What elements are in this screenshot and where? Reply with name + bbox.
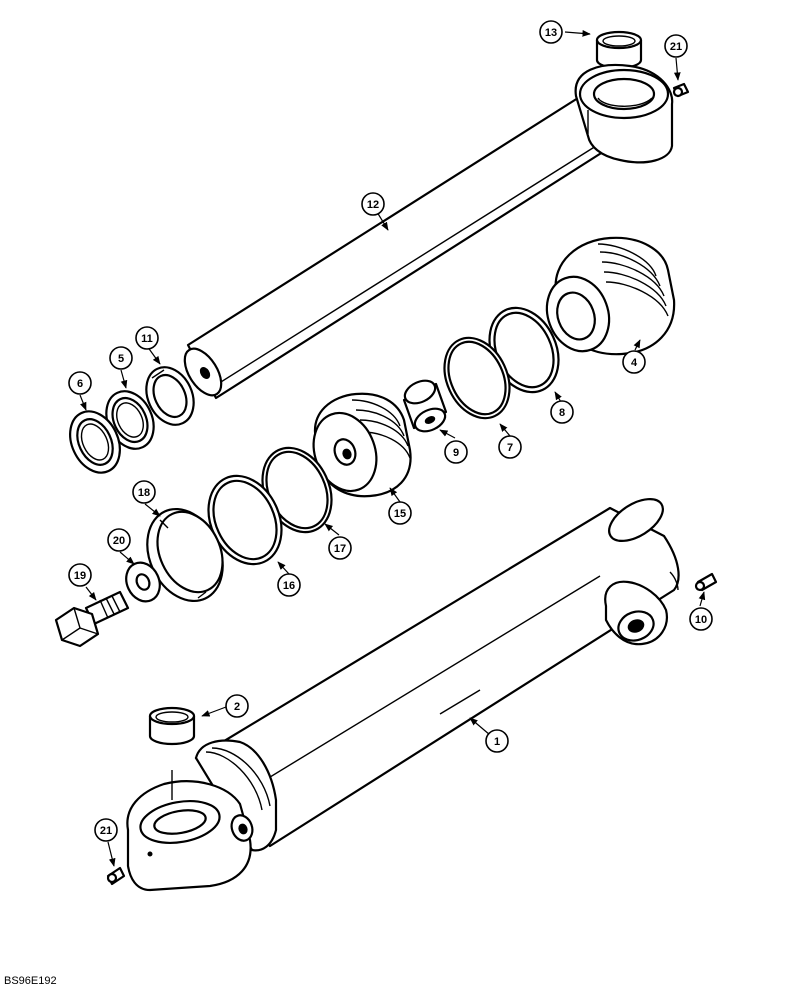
grease-fitting-bottom-part (106, 866, 126, 886)
callout-12: 12 (361, 192, 385, 216)
grease-fitting-side-part (694, 572, 718, 592)
svg-text:11: 11 (141, 333, 153, 345)
svg-text:1: 1 (494, 736, 500, 748)
svg-text:21: 21 (670, 41, 682, 53)
figure-id: BS96E192 (4, 975, 57, 987)
callout-11: 10 (689, 607, 713, 631)
svg-text:19: 19 (74, 570, 86, 582)
rod-seal-part (145, 366, 195, 426)
svg-text:7: 7 (507, 442, 513, 454)
callout-15: 15 (388, 501, 412, 525)
callout-16: 16 (277, 573, 301, 597)
piston-rod-part (183, 63, 674, 400)
callout-4: 4 (622, 350, 646, 374)
washer-part (125, 561, 161, 603)
leader-lines (79, 30, 706, 867)
svg-text:13: 13 (545, 27, 557, 39)
svg-text:16: 16 (283, 580, 295, 592)
o-ring-part (443, 336, 511, 420)
svg-text:15: 15 (394, 508, 406, 520)
callout-9: 9 (444, 440, 468, 464)
svg-text:8: 8 (559, 407, 565, 419)
callout-8: 8 (550, 400, 574, 424)
callout-13: 13 (539, 20, 563, 44)
callout-6: 6 (68, 371, 92, 395)
callout-2: 2 (225, 694, 249, 718)
callout-5: 5 (109, 346, 133, 370)
svg-text:17: 17 (334, 543, 346, 555)
svg-text:18: 18 (138, 487, 150, 499)
svg-text:9: 9 (453, 447, 459, 459)
wear-ring-part (207, 474, 283, 566)
callout-20: 20 (107, 528, 131, 552)
rod-seal-outer-part (69, 410, 121, 474)
spacer-part (402, 379, 448, 433)
callout-17: 17 (328, 536, 352, 560)
svg-text:10: 10 (695, 614, 707, 626)
cylinder-barrel-part (126, 497, 680, 892)
callout-1: 1 (485, 729, 509, 753)
bushing-lower-part (148, 706, 196, 746)
callout-7: 7 (498, 435, 522, 459)
svg-text:2: 2 (234, 701, 240, 713)
piston-part (312, 392, 412, 498)
grease-fitting-top-part (672, 82, 690, 98)
rod-wiper-part (105, 390, 155, 450)
callout-21-top: 21 (664, 34, 688, 58)
svg-text:12: 12 (367, 199, 379, 211)
callout-10: 11 (135, 326, 159, 350)
gland-part (545, 236, 676, 356)
svg-text:5: 5 (118, 353, 124, 365)
bolt-part (54, 590, 130, 648)
piston-ring-part (261, 446, 333, 534)
svg-text:20: 20 (113, 535, 125, 547)
callout-21-bottom: 21 (94, 818, 118, 842)
callout-18: 18 (132, 480, 156, 504)
callout-19: 19 (68, 563, 92, 587)
svg-text:6: 6 (77, 378, 83, 390)
svg-text:21: 21 (100, 825, 112, 837)
svg-text:4: 4 (631, 357, 638, 369)
split-ring-part (146, 507, 224, 603)
bushing-part (595, 30, 643, 70)
